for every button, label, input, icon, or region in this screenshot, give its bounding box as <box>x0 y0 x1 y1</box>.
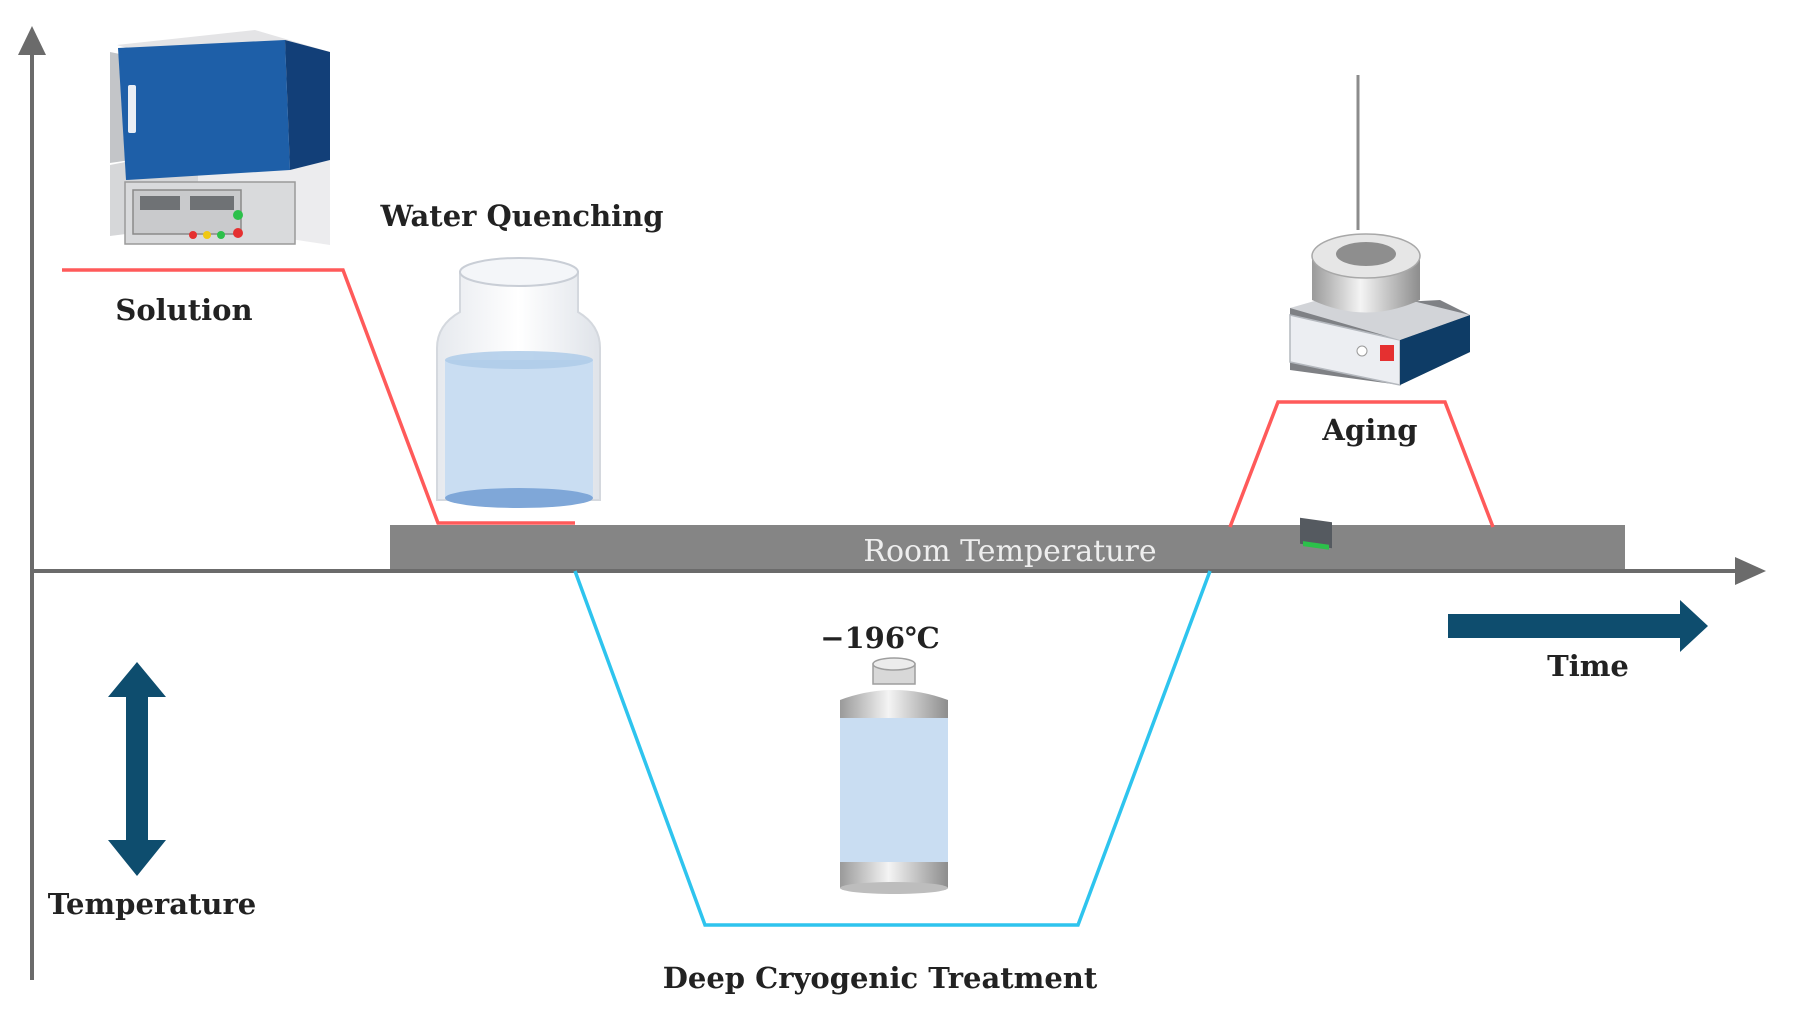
aging-segment <box>1228 400 1495 528</box>
solution-label: Solution <box>115 293 252 327</box>
heating-mantle-icon <box>1289 75 1470 550</box>
room-temperature-bar: Room Temperature <box>390 525 1625 569</box>
axes <box>18 26 1766 980</box>
water-quenching-label: Water Quenching <box>379 199 663 233</box>
time-arrow <box>1448 600 1708 652</box>
temperature-axis-arrowhead <box>18 26 46 55</box>
muffle-furnace-icon <box>110 30 330 245</box>
room-temperature-label: Room Temperature <box>863 534 1156 569</box>
water-beaker-icon <box>436 257 601 508</box>
temperature-double-arrow <box>108 662 166 876</box>
liquid-nitrogen-dewar-icon <box>840 657 948 894</box>
time-label: Time <box>1547 649 1629 683</box>
aging-label: Aging <box>1321 413 1417 447</box>
deep-cryogenic-treatment-label: Deep Cryogenic Treatment <box>663 961 1098 995</box>
time-axis-arrowhead <box>1735 557 1766 585</box>
heating-path <box>62 268 1495 528</box>
solution-quench-segment <box>62 268 575 525</box>
cryogenic-path <box>573 570 1212 927</box>
cryo-temperature-label: −196℃ <box>820 621 940 655</box>
temperature-label: Temperature <box>48 887 256 921</box>
